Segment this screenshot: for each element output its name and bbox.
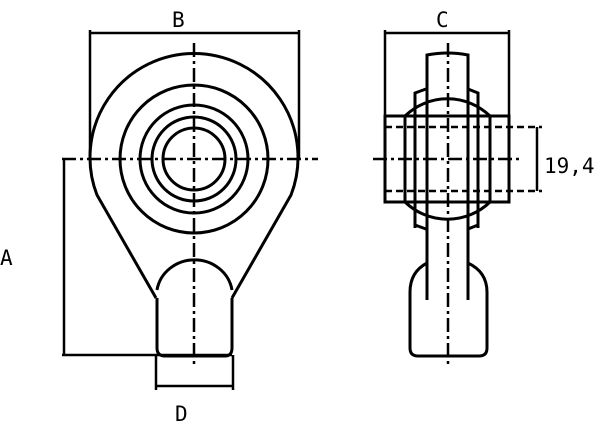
front-view: B A D <box>0 8 318 426</box>
dim-c-label: C <box>436 8 449 32</box>
dim-a-label: A <box>0 246 13 270</box>
dim-bore-label: 19,4 <box>544 154 595 178</box>
side-view: C 19,4 <box>373 8 595 366</box>
outer-race-outline <box>413 87 480 231</box>
dim-b-label: B <box>172 8 185 32</box>
shank-arc <box>155 258 234 291</box>
dim-d-label: D <box>175 402 188 426</box>
